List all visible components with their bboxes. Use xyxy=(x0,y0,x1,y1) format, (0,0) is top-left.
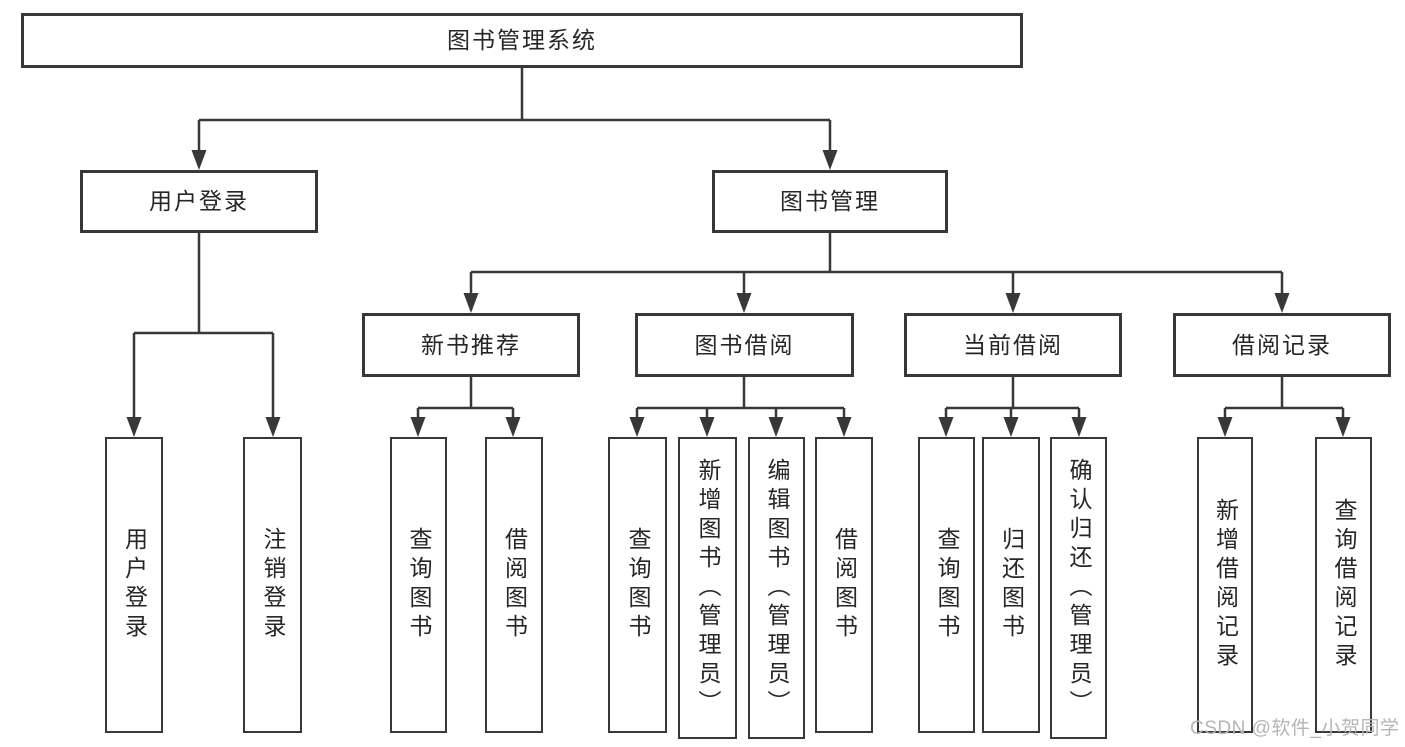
connector-user-login-children xyxy=(126,231,281,437)
node-library-system: 图书管理系统 xyxy=(21,13,1023,68)
node-current-borrowing: 当前借阅 xyxy=(904,313,1122,377)
connector-book-borrowing-children xyxy=(629,375,852,437)
leaf-query-books-current: 查询图书 xyxy=(918,437,975,733)
node-label: 归还图书 xyxy=(998,527,1025,643)
leaf-logout: 注销登录 xyxy=(243,437,302,733)
node-new-book-recommendation: 新书推荐 xyxy=(362,313,580,377)
leaf-query-books-borrow: 查询图书 xyxy=(608,437,667,733)
node-label: 当前借阅 xyxy=(963,331,1063,358)
connector-current-borrowing-children xyxy=(938,375,1087,437)
node-label: 用户登录 xyxy=(149,188,249,214)
node-label: 编辑图书（管理员） xyxy=(764,457,790,719)
node-label: 查询图书 xyxy=(934,527,960,643)
node-borrowing-records: 借阅记录 xyxy=(1173,313,1391,377)
connector-borrowing-records-children xyxy=(1217,375,1351,437)
connector-new-book-recommendation-children xyxy=(410,375,521,437)
leaf-add-books-admin: 新增图书（管理员） xyxy=(678,437,737,739)
node-label: 注销登录 xyxy=(260,527,286,643)
node-label: 用户登录 xyxy=(121,527,148,643)
watermark-csdn: CSDN @软件_小贺同学 xyxy=(1190,718,1400,739)
node-label: 新书推荐 xyxy=(421,331,521,358)
leaf-borrow-books-recommend: 借阅图书 xyxy=(485,437,543,733)
node-label: 新增图书（管理员） xyxy=(695,457,721,719)
leaf-confirm-return-admin: 确认归还（管理员） xyxy=(1050,437,1107,739)
node-user-login: 用户登录 xyxy=(80,170,318,233)
node-label: 图书管理系统 xyxy=(447,27,597,53)
leaf-user-login: 用户登录 xyxy=(105,437,163,733)
connector-root-to-level2 xyxy=(191,66,838,170)
node-label: 图书借阅 xyxy=(694,331,795,358)
node-label: 查询图书 xyxy=(406,527,432,643)
node-label: 图书管理 xyxy=(780,188,880,214)
leaf-borrow-books: 借阅图书 xyxy=(815,437,873,733)
leaf-query-borrow-record: 查询借阅记录 xyxy=(1315,437,1372,733)
node-label: 查询借阅记录 xyxy=(1331,498,1357,672)
leaf-add-borrow-record: 新增借阅记录 xyxy=(1197,437,1253,733)
node-label: 确认归还（管理员） xyxy=(1066,457,1092,719)
leaf-edit-books-admin: 编辑图书（管理员） xyxy=(748,437,805,739)
node-label: 新增借阅记录 xyxy=(1212,498,1239,672)
node-label: 借阅图书 xyxy=(831,527,858,643)
node-label: 查询图书 xyxy=(625,527,651,643)
connector-book-management-children xyxy=(463,231,1290,313)
node-book-borrowing: 图书借阅 xyxy=(635,313,854,377)
node-label: 借阅图书 xyxy=(501,527,528,643)
node-book-management: 图书管理 xyxy=(712,170,948,233)
leaf-return-books: 归还图书 xyxy=(982,437,1040,733)
node-label: 借阅记录 xyxy=(1232,331,1332,358)
leaf-query-books-recommend: 查询图书 xyxy=(390,437,447,733)
